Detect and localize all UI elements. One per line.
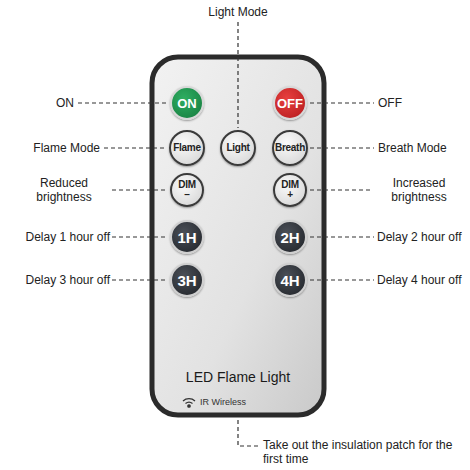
callout-label: Delay 4 hour off [377, 273, 467, 287]
button-label: DIM [178, 180, 195, 190]
button-label: – [184, 190, 189, 200]
callout-label: ON [30, 96, 74, 110]
callout-label: Flame Mode [4, 141, 100, 155]
callout-label: Breath Mode [378, 141, 466, 155]
button-label: OFF [277, 97, 303, 110]
leader-lines [78, 22, 374, 446]
button-label: 4H [280, 273, 299, 288]
callout-label: Reduced brightness [18, 176, 110, 204]
button-label: DIM [281, 180, 298, 190]
remote-button: DIM– [170, 173, 204, 207]
remote-button: 2H [273, 220, 307, 254]
remote-button: OFF [273, 86, 307, 120]
button-label: Flame [173, 143, 200, 153]
remote-button: Breath [272, 130, 308, 166]
product-name: LED Flame Light [150, 369, 326, 385]
callout-label: Delay 3 hour off [4, 273, 110, 287]
callout-label: Take out the insulation patch for the fi… [263, 438, 463, 466]
remote-button: ON [170, 86, 204, 120]
button-label: 2H [280, 230, 299, 245]
wifi-icon [183, 399, 195, 407]
button-label: ON [177, 97, 197, 110]
button-label: + [287, 190, 293, 200]
remote-button: 4H [273, 263, 307, 297]
button-label: 3H [177, 273, 196, 288]
button-label: Light [227, 143, 250, 153]
remote-body: LED Flame Light IR Wireless ON OFF Flame Ligh… [150, 55, 326, 417]
button-label: Breath [275, 143, 305, 153]
remote-button: 1H [170, 220, 204, 254]
remote-button: DIM+ [273, 173, 307, 207]
callout-label: Light Mode [188, 5, 288, 19]
callout-label: Delay 1 hour off [4, 230, 110, 244]
callout-label: Increased brightness [372, 176, 466, 204]
remote-button: Light [220, 130, 256, 166]
remote-button: Flame [169, 130, 205, 166]
callout-label: OFF [378, 96, 438, 110]
remote-button: 3H [170, 263, 204, 297]
callout-label: Delay 2 hour off [377, 230, 467, 244]
signal-type: IR Wireless [200, 397, 246, 407]
button-label: 1H [177, 230, 196, 245]
remote-body [152, 57, 324, 415]
